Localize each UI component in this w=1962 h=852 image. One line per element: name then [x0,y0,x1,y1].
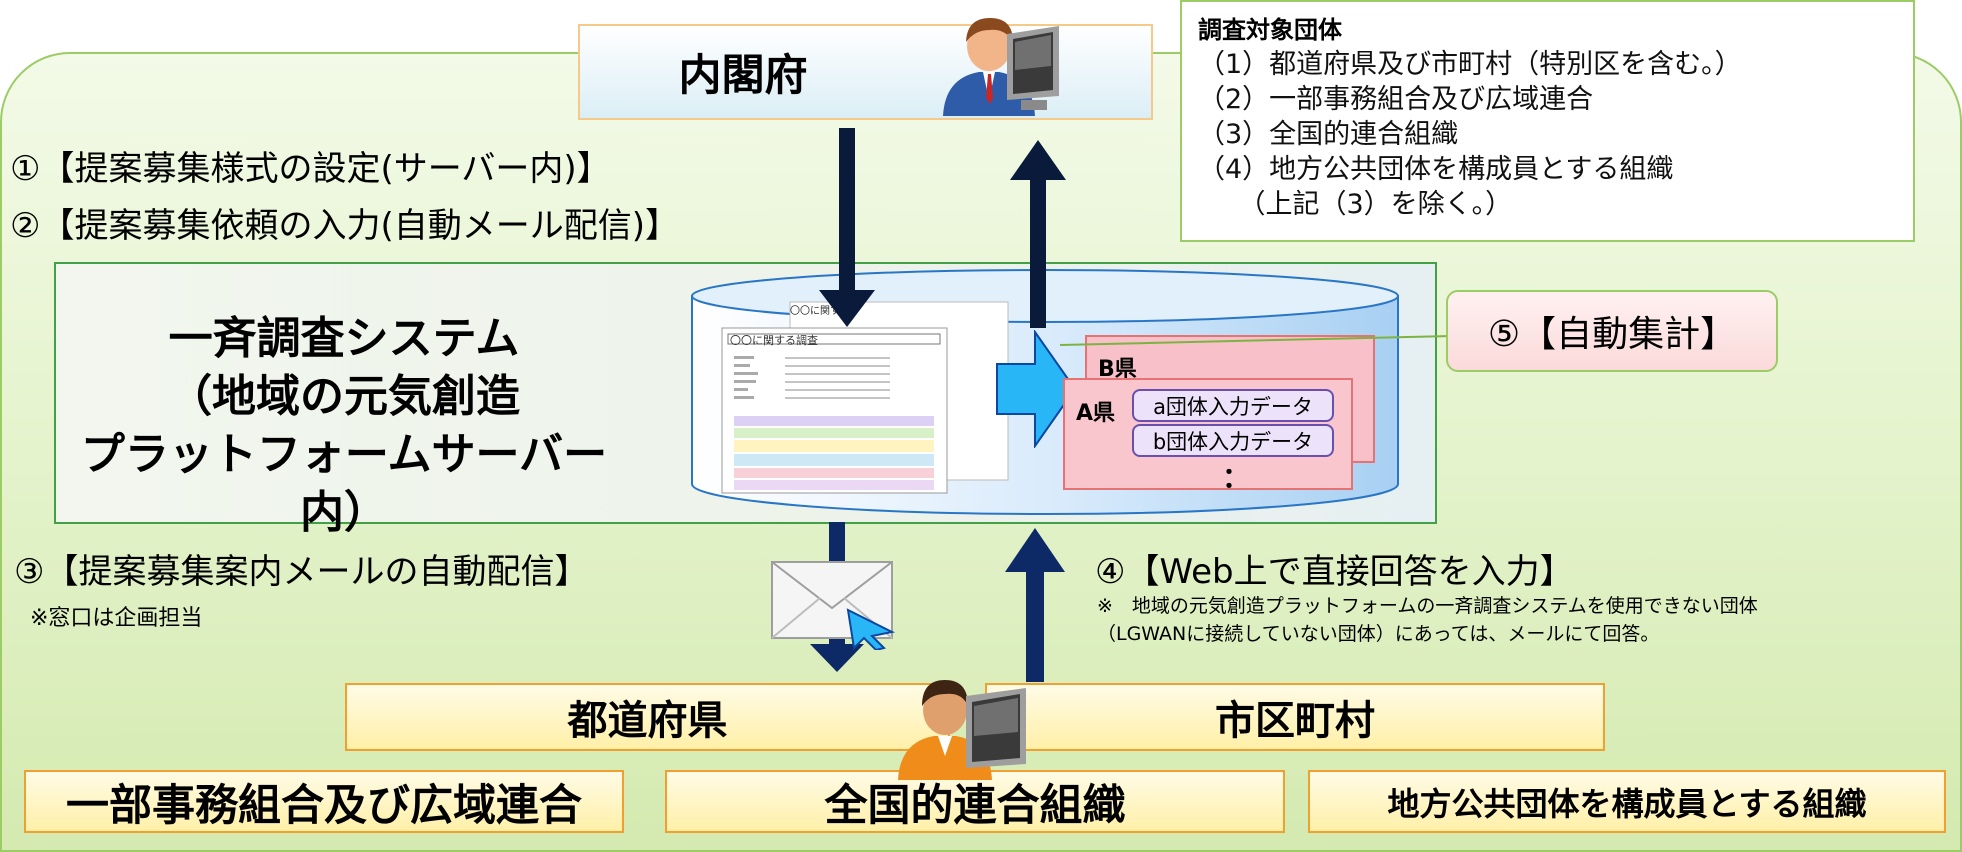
target-line-1: （1）都道府県及び市町村（特別区を含む。） [1198,49,1742,80]
target-line-3: （3）全国的連合組織 [1198,119,1459,150]
step-4-note-line-1: ※ 地域の元気創造プラットフォームの一斉調査システムを使用できない団体 [1097,595,1758,617]
step-5-auto-aggregate: ⑤【自動集計】 [1446,290,1778,372]
step-4-note-line-2: （LGWANに接続していない団体）にあっては、メールにて回答。 [1097,623,1660,645]
partial-affairs-union-box: 一部事務組合及び広域連合 [24,770,624,833]
step-4-label: ④【Web上で直接回答を入力】 [1095,552,1574,592]
a-pref-label: A県 [1076,401,1116,426]
target-line-2: （2）一部事務組合及び広域連合 [1198,84,1594,115]
system-title: 一斉調査システム （地域の元気創造 プラットフォームサーバー内） [54,310,634,542]
step-3-label: ③【提案募集案内メールの自動配信】 [14,552,589,592]
person-at-computer-icon [898,680,1026,780]
survey-targets-box: 調査対象団体 （1）都道府県及び市町村（特別区を含む。） （2）一部事務組合及び… [1180,0,1915,242]
step-2-label: ②【提案募集依頼の入力(自動メール配信)】 [10,206,680,246]
down-arrow-icon [819,128,875,327]
b-entry-data-badge: b団体入力データ [1132,424,1334,457]
survey-targets-title: 調査対象団体 [1198,16,1342,44]
system-title-line-2: （地域の元気創造 [168,371,520,422]
step-5-leader-line [1060,335,1452,346]
process-arrow-icon [996,330,1077,448]
system-title-line-3: プラットフォームサーバー内） [80,429,608,538]
form-front-title: 〇〇に関する調査 [730,334,818,347]
prefecture-box: 都道府県 [345,683,950,751]
municipality-box: 市区町村 [985,683,1605,751]
person-at-computer-icon [943,18,1059,116]
step-3-note: ※窓口は企画担当 [30,606,203,631]
cabinet-office-label: 内閣府 [678,51,808,101]
a-entry-data-badge: a団体入力データ [1132,389,1334,422]
cursor-icon [846,608,896,650]
system-title-line-1: 一斉調査システム [168,313,520,364]
b-pref-label: B県 [1098,357,1137,382]
form-back-title: 〇〇に関する [790,306,850,317]
local-public-org-box: 地方公共団体を構成員とする組織 [1308,770,1946,833]
step-4-note: ※ 地域の元気創造プラットフォームの一斉調査システムを使用できない団体 （LGW… [1097,592,1758,648]
target-line-5: （上記（3）を除く。） [1198,189,1513,220]
target-line-4: （4）地方公共団体を構成員とする組織 [1198,154,1674,185]
up-arrow-icon [1010,140,1066,328]
survey-form-document-icon [721,301,1009,494]
step-1-label: ①【提案募集様式の設定(サーバー内)】 [10,149,611,189]
envelope-icon [771,561,896,650]
reply-up-arrow-icon [1005,528,1065,682]
more-data-ellipsis: ： [1222,461,1251,494]
